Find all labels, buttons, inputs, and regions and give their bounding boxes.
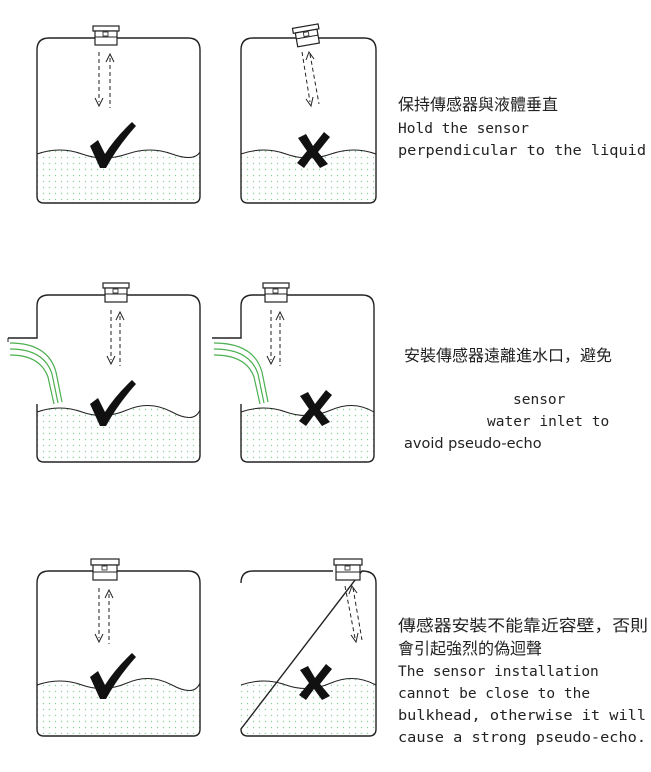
- row-inlet: 安裝傳感器遠離進水口，避免 sensor water inlet to avoi…: [7, 282, 612, 463]
- liquid-surface: [37, 150, 200, 202]
- caption-row-bulkhead-line-1: 傳感器安裝不能靠近容壁，否則: [398, 616, 648, 635]
- echo-arrows: [106, 310, 125, 366]
- caption-row-inlet-line-2: sensor: [513, 392, 566, 408]
- sensor-icon: [102, 282, 130, 303]
- liquid-surface: [241, 678, 376, 734]
- caption-row-bulkhead-line-3: The sensor installation: [398, 664, 599, 680]
- inlet-water-stream: [213, 342, 269, 405]
- caption-row-bulkhead-line-4: cannot be close to the: [398, 686, 590, 702]
- tank-outline: [8, 294, 201, 463]
- tank-outline: [240, 37, 377, 204]
- caption-row-bulkhead-line-5: bulkhead, otherwise it will: [398, 708, 646, 724]
- echo-arrows: [344, 584, 363, 644]
- liquid-surface: [241, 150, 387, 202]
- echo-arrows: [94, 588, 114, 644]
- echo-arrows: [94, 52, 115, 108]
- liquid-surface: [37, 405, 200, 460]
- sensor-icon: [92, 25, 120, 46]
- sensor-tilted-icon: [291, 23, 321, 48]
- inlet-water-stream: [9, 342, 63, 405]
- wave-line: [36, 405, 201, 418]
- echo-arrows: [301, 50, 320, 108]
- sensor-icon: [90, 558, 120, 581]
- tank-correct-perpendicular: [36, 25, 201, 204]
- liquid-surface: [37, 678, 200, 734]
- wave-line: [36, 678, 201, 691]
- tank-outline: [240, 570, 377, 737]
- caption-row-bulkhead-line-2: 會引起強烈的偽迴聲: [398, 639, 542, 658]
- row-perpendicular: 保持傳感器與液體垂直 Hold the sensor perpendicular…: [36, 23, 646, 204]
- row-bulkhead: 傳感器安裝不能靠近容壁，否則 會引起強烈的偽迴聲 The sensor inst…: [36, 558, 648, 746]
- cross-mark: [299, 390, 332, 426]
- check-mark: [90, 380, 136, 426]
- tank-correct-inlet: [7, 282, 201, 463]
- tank-wrong-bulkhead: [240, 558, 377, 737]
- caption-row-perpendicular-line-2: Hold the sensor: [398, 121, 529, 137]
- caption-row-inlet-line-3: water inlet to: [487, 414, 609, 430]
- tank-outline: [36, 37, 201, 204]
- cross-mark: [297, 132, 330, 168]
- sensor-icon: [262, 282, 290, 303]
- check-mark: [90, 653, 136, 699]
- caption-row-perpendicular-line-3: perpendicular to the liquid: [398, 143, 646, 159]
- echo-arrows: [266, 310, 285, 366]
- tank-outline: [212, 294, 375, 463]
- sensor-icon: [333, 558, 363, 581]
- check-mark: [90, 122, 136, 168]
- caption-row-perpendicular-line-1: 保持傳感器與液體垂直: [398, 95, 558, 114]
- liquid-surface: [241, 405, 374, 460]
- caption-row-inlet-line-1: 安裝傳感器遠離進水口，避免: [404, 346, 612, 365]
- cross-mark: [299, 664, 332, 700]
- tank-wrong-perpendicular: [240, 23, 387, 204]
- wave-line: [36, 149, 201, 159]
- tank-wrong-inlet: [212, 282, 375, 463]
- caption-row-inlet-line-4: avoid pseudo-echo: [404, 436, 542, 452]
- tank-outline: [36, 570, 201, 737]
- caption-row-bulkhead-line-6: cause a strong pseudo-echo.: [398, 730, 646, 746]
- tank-correct-bulkhead: [36, 558, 201, 737]
